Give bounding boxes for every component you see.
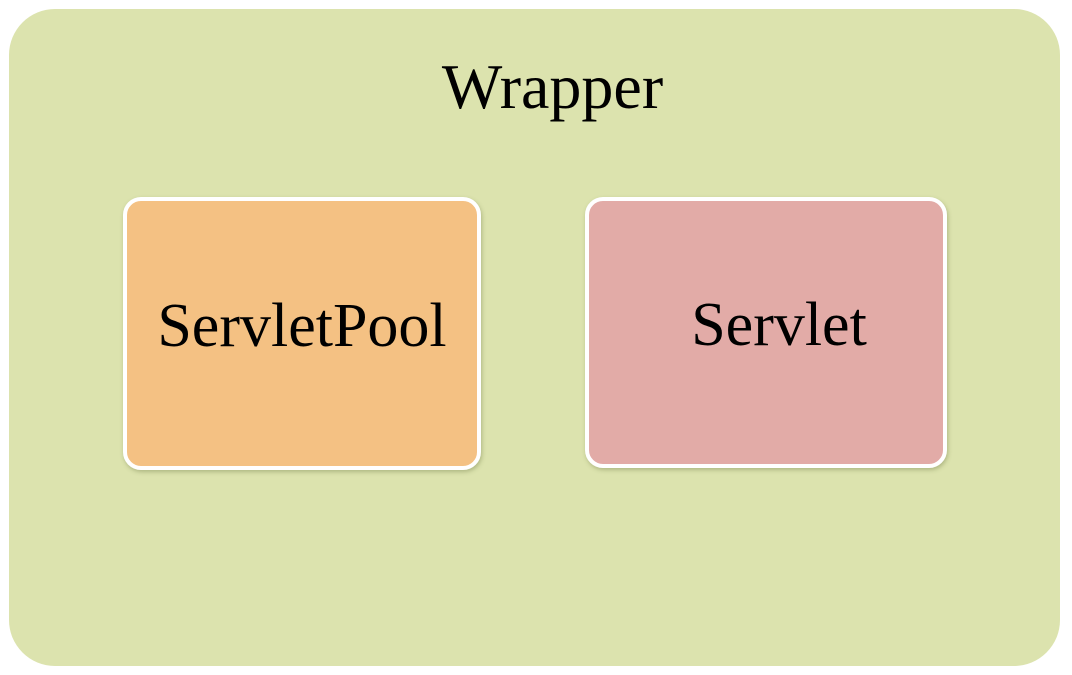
node-servlet-label: Servlet	[691, 290, 867, 359]
node-servlet-pool-label: ServletPool	[157, 291, 447, 360]
wrapper-container: Wrapper ServletPool Servlet	[9, 9, 1060, 666]
wrapper-title: Wrapper	[441, 51, 664, 122]
node-servlet: Servlet	[585, 197, 947, 468]
node-servlet-pool: ServletPool	[123, 197, 481, 470]
